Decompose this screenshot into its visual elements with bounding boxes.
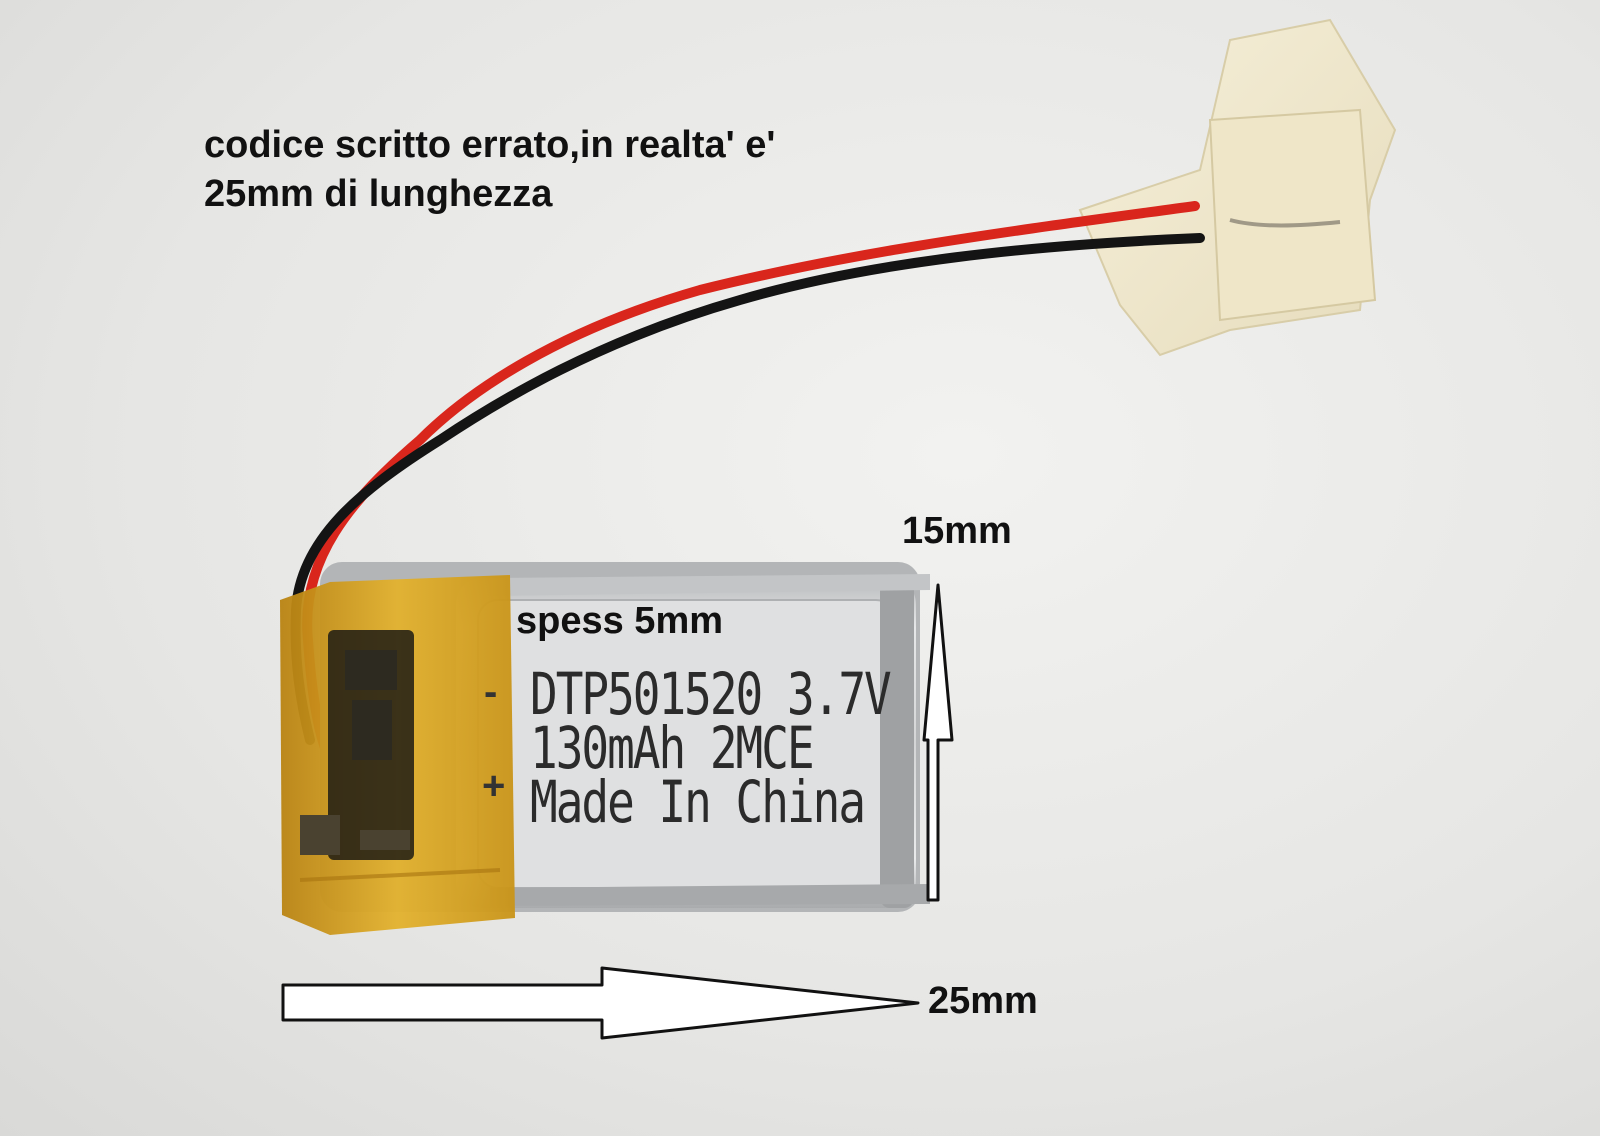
tape-wrap [1078,18,1397,357]
note-line-1: codice scritto errato,in realta' e' [204,124,776,166]
battery-model-text: DTP501520 3.7V [530,660,892,728]
positive-mark: + [482,764,506,808]
negative-mark: - [484,670,498,714]
battery-capacity-text: 130mAh 2MCE [530,714,815,782]
thickness-label: spess 5mm [516,600,724,642]
battery-origin-text: Made In China [530,768,866,836]
pcb-kapton [280,575,515,935]
height-label: 15mm [902,510,1012,552]
length-label: 25mm [928,980,1038,1022]
length-arrow [281,966,920,1040]
note-line-2: 25mm di lunghezza [204,173,553,215]
height-arrow [922,583,954,902]
